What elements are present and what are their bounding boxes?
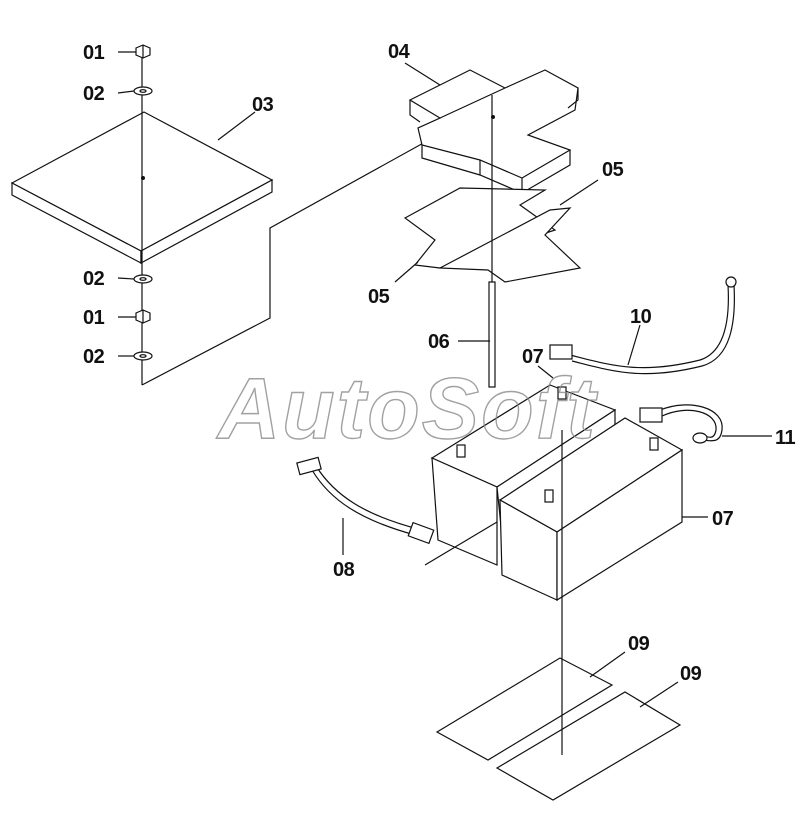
part-04-cross-bracket: [408, 69, 579, 194]
label-10: 10: [630, 306, 652, 328]
part-05-plate-right: [437, 207, 582, 283]
label-07-top: 07: [522, 346, 544, 368]
label-07-right: 07: [712, 508, 734, 530]
label-02-middle: 02: [83, 268, 105, 290]
leader-lines: [117, 51, 772, 708]
part-09-pad-left: [435, 657, 614, 761]
label-02-top: 02: [83, 83, 105, 105]
part-01-nut-bottom: [135, 309, 151, 324]
label-08: 08: [333, 559, 355, 581]
label-09-right: 09: [680, 663, 702, 685]
part-09-pad-right: [495, 691, 682, 801]
assembly-line-left: [141, 104, 493, 386]
assembly-line-battery: [424, 521, 498, 566]
part-05-plate-left: [403, 187, 557, 269]
watermark-autosoft: AutoSoft: [216, 361, 598, 457]
label-02-bottom: 02: [83, 346, 105, 368]
label-09-left: 09: [628, 633, 650, 655]
label-01-bottom: 01: [83, 307, 105, 329]
label-11: 11: [775, 427, 796, 449]
label-04: 04: [388, 41, 411, 63]
label-06: 06: [428, 331, 450, 353]
part-01-nut-top: [135, 44, 151, 59]
part-08-cable: [296, 456, 435, 545]
part-07-battery-front: [498, 417, 684, 602]
part-11-cable: [639, 404, 723, 444]
part-10-cable: [549, 276, 737, 375]
label-05-right: 05: [602, 159, 624, 181]
part-02-washer-top: [133, 86, 153, 96]
part-02-washer-middle: [133, 274, 153, 284]
label-01-top: 01: [83, 42, 105, 64]
label-03: 03: [252, 94, 274, 116]
part-02-washer-bottom: [133, 351, 153, 361]
part-06-rod: [488, 95, 496, 388]
label-05-left: 05: [368, 286, 390, 308]
